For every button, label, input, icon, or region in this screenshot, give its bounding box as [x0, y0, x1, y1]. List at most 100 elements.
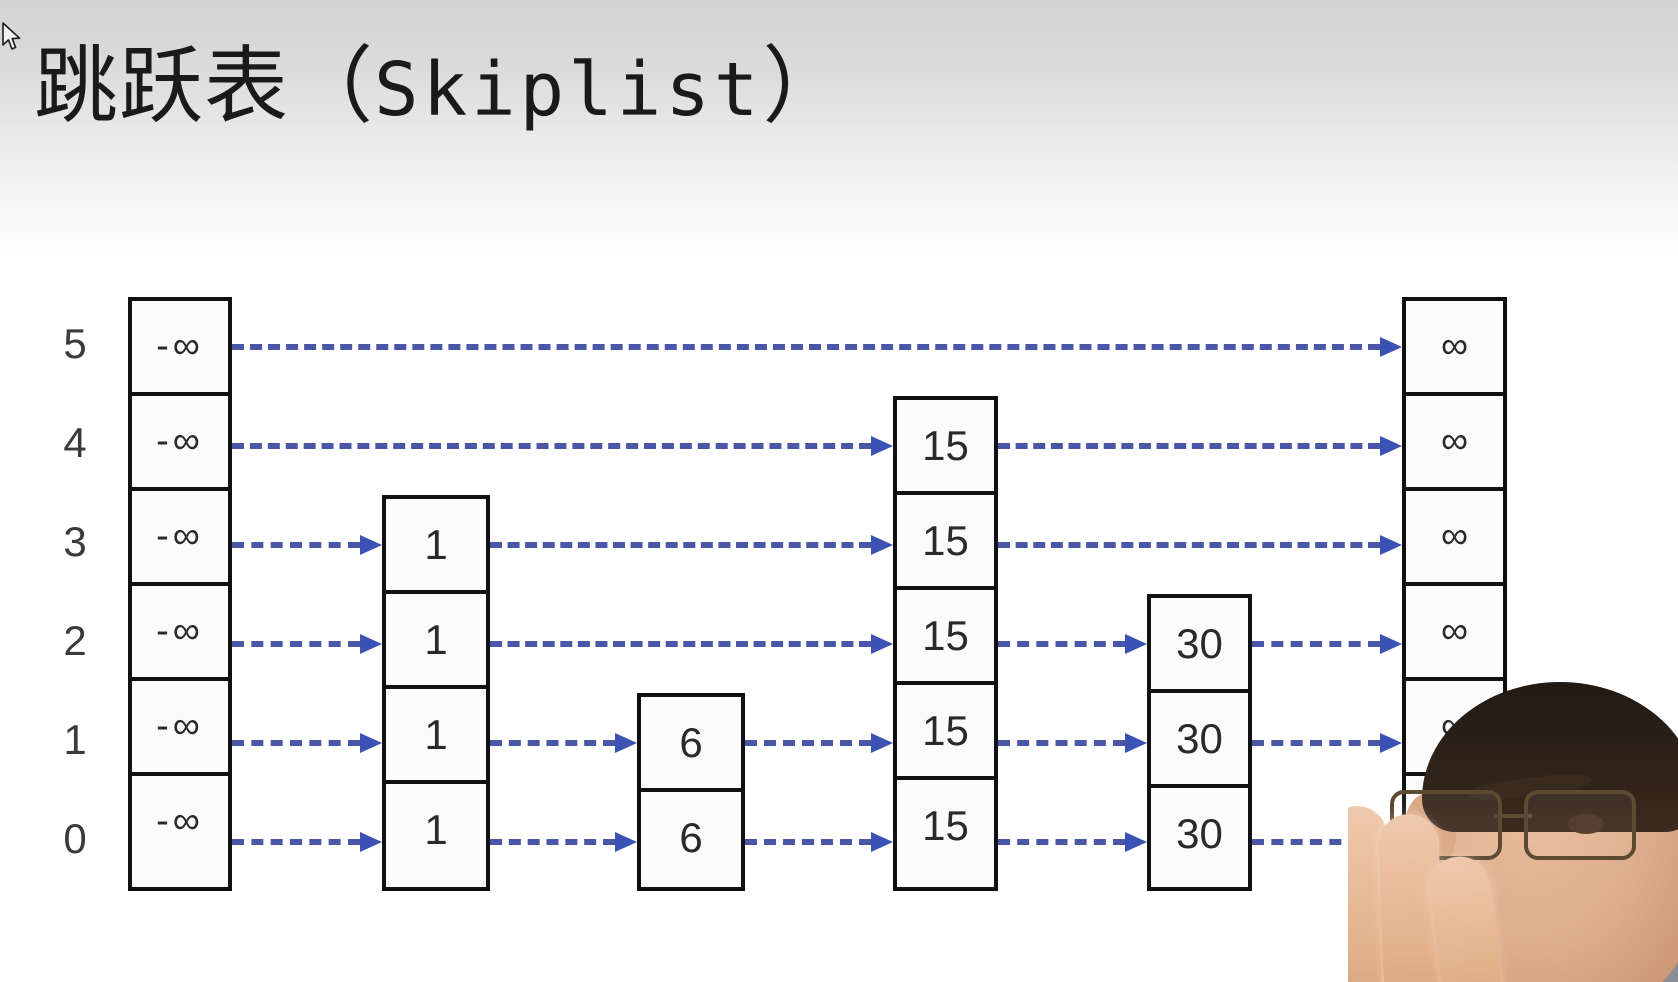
- level-label-0: 0: [63, 814, 87, 862]
- arrow-head-icon: [871, 435, 893, 456]
- arrow-shaft: [998, 541, 1380, 548]
- node-cell: 15: [897, 685, 994, 780]
- node-value: 1: [424, 615, 448, 663]
- forward-pointer-arrow: [998, 633, 1147, 654]
- arrow-head-icon: [360, 831, 382, 852]
- arrow-shaft: [745, 838, 871, 845]
- arrow-head-icon: [1125, 831, 1147, 852]
- forward-pointer-arrow: [232, 336, 1402, 357]
- node-value: ∞: [1440, 515, 1469, 557]
- node-cell: 30: [1151, 693, 1248, 788]
- node-cell: 6: [641, 697, 741, 792]
- forward-pointer-arrow: [490, 732, 637, 753]
- title-band: [0, 0, 1678, 260]
- node-value: 1: [424, 805, 448, 853]
- node-value: 6: [679, 718, 703, 766]
- node-value: ∞: [1440, 705, 1469, 747]
- node-cell: -∞: [132, 396, 228, 491]
- node-cell: ∞: [1406, 301, 1503, 396]
- node-value: -∞: [156, 515, 204, 557]
- forward-pointer-arrow: [998, 534, 1402, 555]
- node-cell: -∞: [132, 776, 228, 867]
- forward-pointer-arrow: [1252, 633, 1402, 654]
- forward-pointer-arrow: [998, 831, 1147, 852]
- node-cell: 15: [897, 400, 994, 495]
- arrow-shaft: [490, 739, 615, 746]
- arrow-shaft: [745, 739, 871, 746]
- node-cell: 15: [897, 780, 994, 871]
- node-value: 6: [679, 813, 703, 861]
- title-latin: Skiplist: [374, 47, 763, 133]
- node-cell: 1: [386, 499, 486, 594]
- node-value: 30: [1176, 809, 1223, 857]
- arrow-shaft: [998, 838, 1125, 845]
- node-value: 15: [922, 516, 969, 564]
- node-column-thirty[interactable]: 30 30 30: [1147, 594, 1252, 891]
- node-column-neg-infinity[interactable]: -∞ -∞ -∞ -∞ -∞ -∞: [128, 297, 232, 891]
- node-value: -∞: [156, 610, 204, 652]
- arrow-head-icon: [360, 633, 382, 654]
- arrow-head-icon: [871, 732, 893, 753]
- forward-pointer-arrow: [232, 732, 382, 753]
- node-cell: 1: [386, 784, 486, 875]
- arrow-shaft: [1252, 640, 1380, 647]
- node-value: -∞: [156, 420, 204, 462]
- arrow-head-icon: [615, 831, 637, 852]
- forward-pointer-arrow: [232, 633, 382, 654]
- arrow-shaft: [1252, 838, 1380, 845]
- arrow-head-icon: [1380, 633, 1402, 654]
- arrow-shaft: [232, 739, 360, 746]
- node-value: ∞: [1440, 420, 1469, 462]
- node-value: 15: [922, 421, 969, 469]
- level-label-4: 4: [63, 418, 87, 466]
- forward-pointer-arrow: [232, 534, 382, 555]
- node-value: 15: [922, 706, 969, 754]
- arrow-head-icon: [871, 534, 893, 555]
- node-cell: 30: [1151, 788, 1248, 879]
- node-column-fifteen[interactable]: 15 15 15 15 15: [893, 396, 998, 891]
- title-cjk: 跳跃表: [34, 39, 290, 133]
- arrow-shaft: [490, 838, 615, 845]
- node-value: 1: [424, 520, 448, 568]
- node-column-positive-infinity[interactable]: ∞ ∞ ∞ ∞ ∞ ∞: [1402, 297, 1507, 891]
- node-cell: ∞: [1406, 586, 1503, 681]
- arrow-shaft: [490, 541, 871, 548]
- node-cell: 15: [897, 495, 994, 590]
- arrow-shaft: [232, 838, 360, 845]
- node-cell: -∞: [132, 301, 228, 396]
- node-cell: 30: [1151, 598, 1248, 693]
- node-cell: 15: [897, 590, 994, 685]
- node-value: -∞: [156, 705, 204, 747]
- arrow-shaft: [232, 343, 1380, 350]
- node-value: -∞: [156, 325, 204, 367]
- node-cell: 1: [386, 594, 486, 689]
- node-cell: ∞: [1406, 776, 1503, 867]
- level-label-1: 1: [63, 715, 87, 763]
- arrow-head-icon: [871, 633, 893, 654]
- node-cell: -∞: [132, 586, 228, 681]
- arrow-head-icon: [1380, 336, 1402, 357]
- node-cell: -∞: [132, 491, 228, 586]
- forward-pointer-arrow: [490, 633, 893, 654]
- forward-pointer-arrow: [490, 831, 637, 852]
- arrow-head-icon: [1125, 732, 1147, 753]
- arrow-head-icon: [1125, 633, 1147, 654]
- forward-pointer-arrow: [1252, 732, 1402, 753]
- node-value: ∞: [1440, 325, 1469, 367]
- node-value: ∞: [1440, 800, 1469, 842]
- arrow-shaft: [998, 640, 1125, 647]
- title-open-paren: （: [289, 39, 375, 133]
- node-value: 15: [922, 611, 969, 659]
- node-value: ∞: [1440, 610, 1469, 652]
- title-close-paren: ）: [762, 39, 848, 133]
- arrow-head-icon: [360, 534, 382, 555]
- forward-pointer-arrow: [998, 732, 1147, 753]
- level-label-3: 3: [63, 517, 87, 565]
- node-cell: 6: [641, 792, 741, 883]
- node-value: 30: [1176, 619, 1223, 667]
- arrow-head-icon: [871, 831, 893, 852]
- forward-pointer-arrow: [745, 732, 893, 753]
